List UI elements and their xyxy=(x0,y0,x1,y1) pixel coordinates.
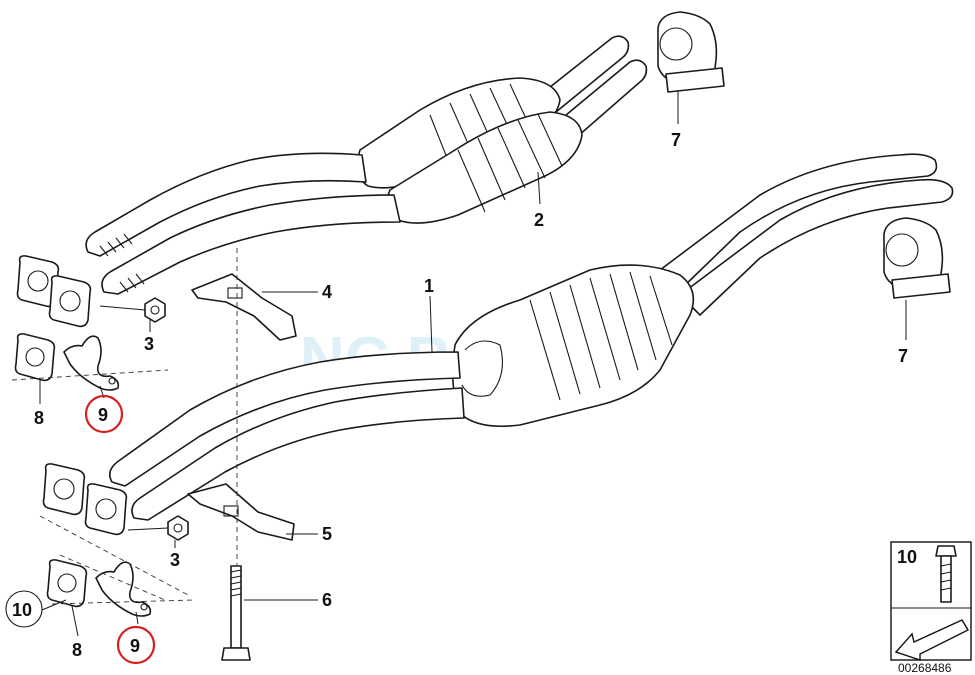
part-2-front-pipe[interactable] xyxy=(16,35,648,328)
part-9-clamp-half-upper[interactable] xyxy=(63,335,120,391)
part-1-catalytic-converter[interactable] xyxy=(42,153,954,536)
callout-8-upper[interactable]: 8 xyxy=(34,408,44,428)
part-8-gasket-lower[interactable] xyxy=(46,559,88,608)
part-6-bolt[interactable] xyxy=(221,565,251,661)
callout-3-upper[interactable]: 3 xyxy=(144,334,154,354)
callout-2[interactable]: 2 xyxy=(534,210,544,230)
circle-10 xyxy=(5,590,43,628)
legend-bolt-icon xyxy=(935,545,957,603)
callout-3-lower[interactable]: 3 xyxy=(170,550,180,570)
callout-5[interactable]: 5 xyxy=(322,524,332,544)
part-8-gasket-upper[interactable] xyxy=(14,333,56,382)
callout-6[interactable]: 6 xyxy=(322,590,332,610)
callout-9-lower[interactable]: 9 xyxy=(130,636,140,656)
callout-9-upper[interactable]: 9 xyxy=(98,405,108,425)
part-5-bracket[interactable] xyxy=(187,483,295,541)
part-3-nut-lower[interactable] xyxy=(167,515,189,541)
callout-4[interactable]: 4 xyxy=(322,282,332,302)
leader-lines xyxy=(39,90,907,637)
part-7-clamp-upper[interactable] xyxy=(657,11,725,93)
part-7-clamp-lower[interactable] xyxy=(883,217,951,299)
callout-7-upper[interactable]: 7 xyxy=(671,130,681,150)
part-9-clamp-half-lower[interactable] xyxy=(95,561,152,617)
callout-labels: 1 2 3 3 4 5 6 7 7 8 8 9 9 10 xyxy=(5,130,908,665)
part-3-nut-upper[interactable] xyxy=(144,297,166,323)
legend-arrow-icon xyxy=(894,619,969,661)
callout-10-circled[interactable]: 10 xyxy=(12,600,32,620)
highlight-9-upper xyxy=(84,394,124,434)
reference-number: 00268486 xyxy=(898,661,952,675)
legend-box: 10 xyxy=(890,541,972,661)
legend-part-10: 10 xyxy=(897,547,917,567)
highlight-9-lower xyxy=(116,625,156,665)
callout-7-lower[interactable]: 7 xyxy=(898,346,908,366)
assembly-lines xyxy=(11,248,238,605)
callout-1[interactable]: 1 xyxy=(424,276,434,296)
callout-8-lower[interactable]: 8 xyxy=(72,640,82,660)
part-4-bracket[interactable] xyxy=(191,273,297,341)
